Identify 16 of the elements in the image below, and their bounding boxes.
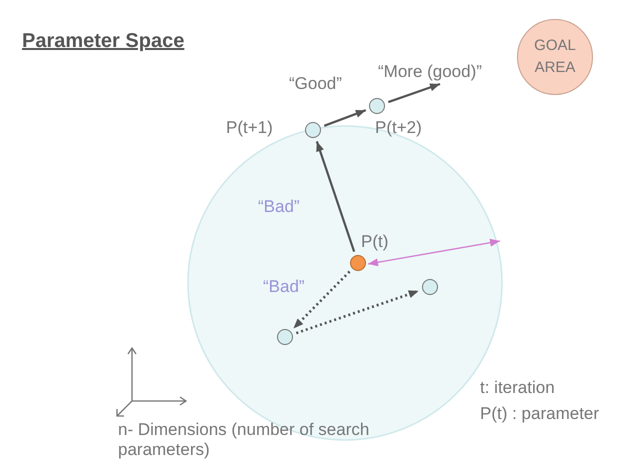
point-label: P(t) xyxy=(361,232,388,252)
point-label: P(t+1) xyxy=(226,118,273,138)
note-text: t: iteration xyxy=(480,378,555,398)
title: Parameter Space xyxy=(22,30,184,53)
arrow xyxy=(388,82,440,104)
point-label: P(t+2) xyxy=(375,118,422,138)
dotted-arrow xyxy=(292,270,350,330)
note-text: n- Dimensions (number of search parameters) xyxy=(118,420,370,460)
node-text: GOAL AREA xyxy=(533,36,577,78)
note-text: P(t) : parameter xyxy=(480,404,600,424)
arrow xyxy=(324,109,366,127)
dotted-arrow xyxy=(296,290,420,334)
point-circle xyxy=(305,122,321,138)
arrow xyxy=(316,141,356,252)
point-circle xyxy=(369,98,385,114)
edge-label: “More (good)” xyxy=(376,62,484,82)
